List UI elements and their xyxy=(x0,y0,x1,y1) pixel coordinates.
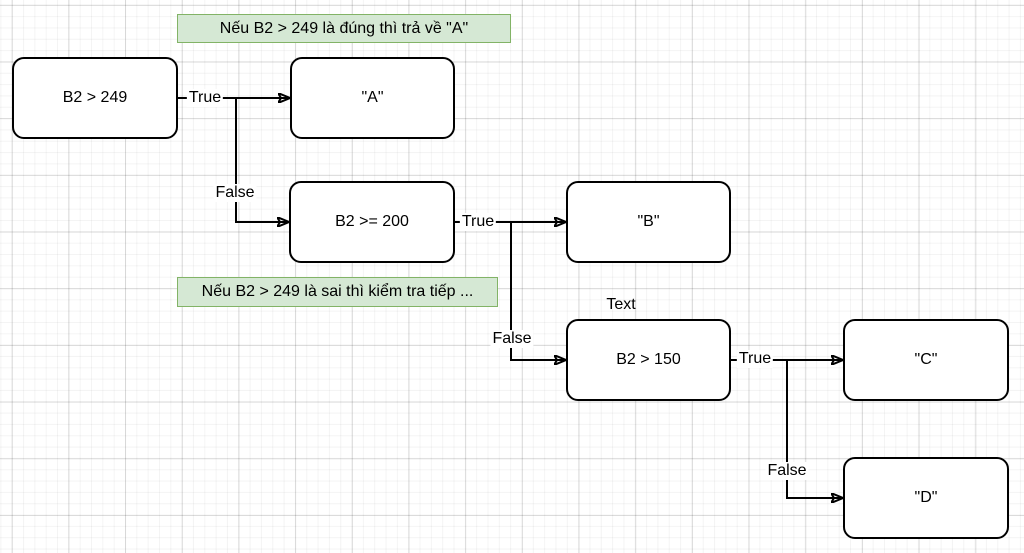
edge-label-cond3-true[interactable]: True xyxy=(736,350,774,368)
edge-label-cond1-false[interactable]: False xyxy=(213,184,257,202)
edge-label-cond2-true[interactable]: True xyxy=(459,213,497,231)
node-cond-b2-gt-249[interactable]: B2 > 249 xyxy=(12,57,178,139)
node-result-b[interactable]: "B" xyxy=(566,181,731,263)
note-false-annotation[interactable]: Nếu B2 > 249 là sai thì kiểm tra tiếp ..… xyxy=(177,277,498,307)
node-result-d[interactable]: "D" xyxy=(843,457,1009,539)
edge-cond2-false-line[interactable] xyxy=(510,222,565,360)
edge-cond3-false-line[interactable] xyxy=(786,360,842,498)
edge-cond1-false-line[interactable] xyxy=(235,98,288,222)
note-true-annotation[interactable]: Nếu B2 > 249 là đúng thì trả về "A" xyxy=(177,14,511,43)
node-result-c[interactable]: "C" xyxy=(843,319,1009,401)
edge-label-cond1-true[interactable]: True xyxy=(186,89,224,107)
edge-label-cond2-false[interactable]: False xyxy=(490,330,534,348)
text-label[interactable]: Text xyxy=(606,296,636,313)
edge-label-cond3-false[interactable]: False xyxy=(765,462,809,480)
node-result-a[interactable]: "A" xyxy=(290,57,455,139)
node-cond-b2-gte-200[interactable]: B2 >= 200 xyxy=(289,181,455,263)
node-cond-b2-gt-150[interactable]: B2 > 150 xyxy=(566,319,731,401)
